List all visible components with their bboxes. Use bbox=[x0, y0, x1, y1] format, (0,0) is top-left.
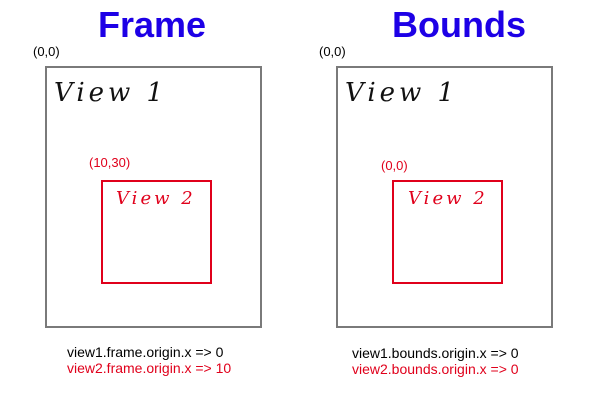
frame-view2-origin-label: (10,30) bbox=[89, 155, 131, 170]
frame-view1-origin-label: (0,0) bbox=[33, 44, 60, 59]
frame-code-line-1: view1.frame.origin.x => 0 bbox=[67, 344, 224, 360]
bounds-title: Bounds bbox=[392, 4, 526, 45]
bounds-code-line-2: view2.bounds.origin.x => 0 bbox=[352, 361, 519, 377]
frame-code-line-2: view2.frame.origin.x => 10 bbox=[67, 360, 232, 376]
frame-view2-label: View 2 bbox=[116, 188, 196, 209]
frame-view1-label: View 1 bbox=[54, 78, 168, 108]
frame-title: Frame bbox=[97, 4, 207, 45]
bounds-view2-box bbox=[392, 180, 503, 284]
bounds-view2-label: View 2 bbox=[408, 188, 488, 209]
bounds-code-line-1: view1.bounds.origin.x => 0 bbox=[352, 345, 519, 361]
frame-view2-box bbox=[101, 180, 212, 284]
bounds-view1-label: View 1 bbox=[345, 78, 459, 108]
bounds-view2-origin-label: (0,0) bbox=[381, 158, 408, 173]
bounds-view1-origin-label: (0,0) bbox=[319, 44, 346, 59]
